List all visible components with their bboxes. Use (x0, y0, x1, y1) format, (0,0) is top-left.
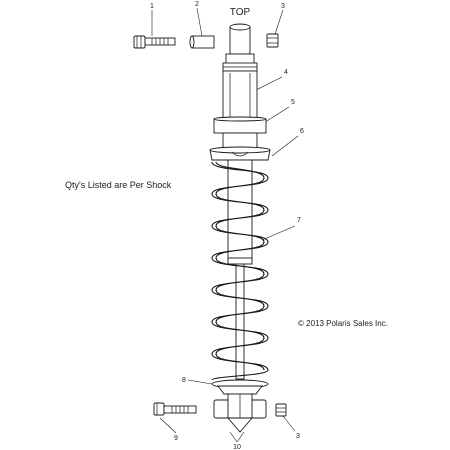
part-5-collar (213, 116, 267, 134)
copyright-notice: © 2013 Polaris Sales Inc. (298, 319, 388, 328)
callout-9: 9 (174, 435, 178, 442)
part-4-shock-body (222, 70, 258, 120)
callout-4: 4 (284, 69, 288, 76)
qty-note: Qty's Listed are Per Shock (65, 180, 172, 190)
callout-10: 10 (233, 444, 241, 450)
upper-eyelet (222, 23, 258, 72)
part-7-spring (211, 161, 269, 381)
inner-cylinder (227, 159, 253, 261)
part-2-spacer (189, 35, 215, 49)
inner-cylinder-end (227, 257, 253, 265)
callout-7: 7 (297, 217, 301, 224)
part-9-bolt (153, 402, 197, 416)
part-1-bolt (133, 35, 176, 49)
callout-3-top: 3 (281, 3, 285, 10)
shaft (235, 263, 245, 380)
part-3-nut-bottom (275, 403, 287, 417)
callout-1: 1 (150, 3, 154, 10)
part-6-retainer (209, 146, 271, 161)
part-3-nut-top (266, 33, 279, 48)
top-label: TOP (230, 7, 251, 18)
part-10-lower-eyelet (213, 393, 267, 433)
callout-8: 8 (182, 377, 186, 384)
callout-3-bottom: 3 (296, 433, 300, 440)
part-8-lower-seat (211, 379, 269, 395)
callout-2: 2 (195, 1, 199, 8)
callout-6: 6 (300, 128, 304, 135)
leader-lines (151, 7, 299, 443)
callout-5: 5 (291, 99, 295, 106)
